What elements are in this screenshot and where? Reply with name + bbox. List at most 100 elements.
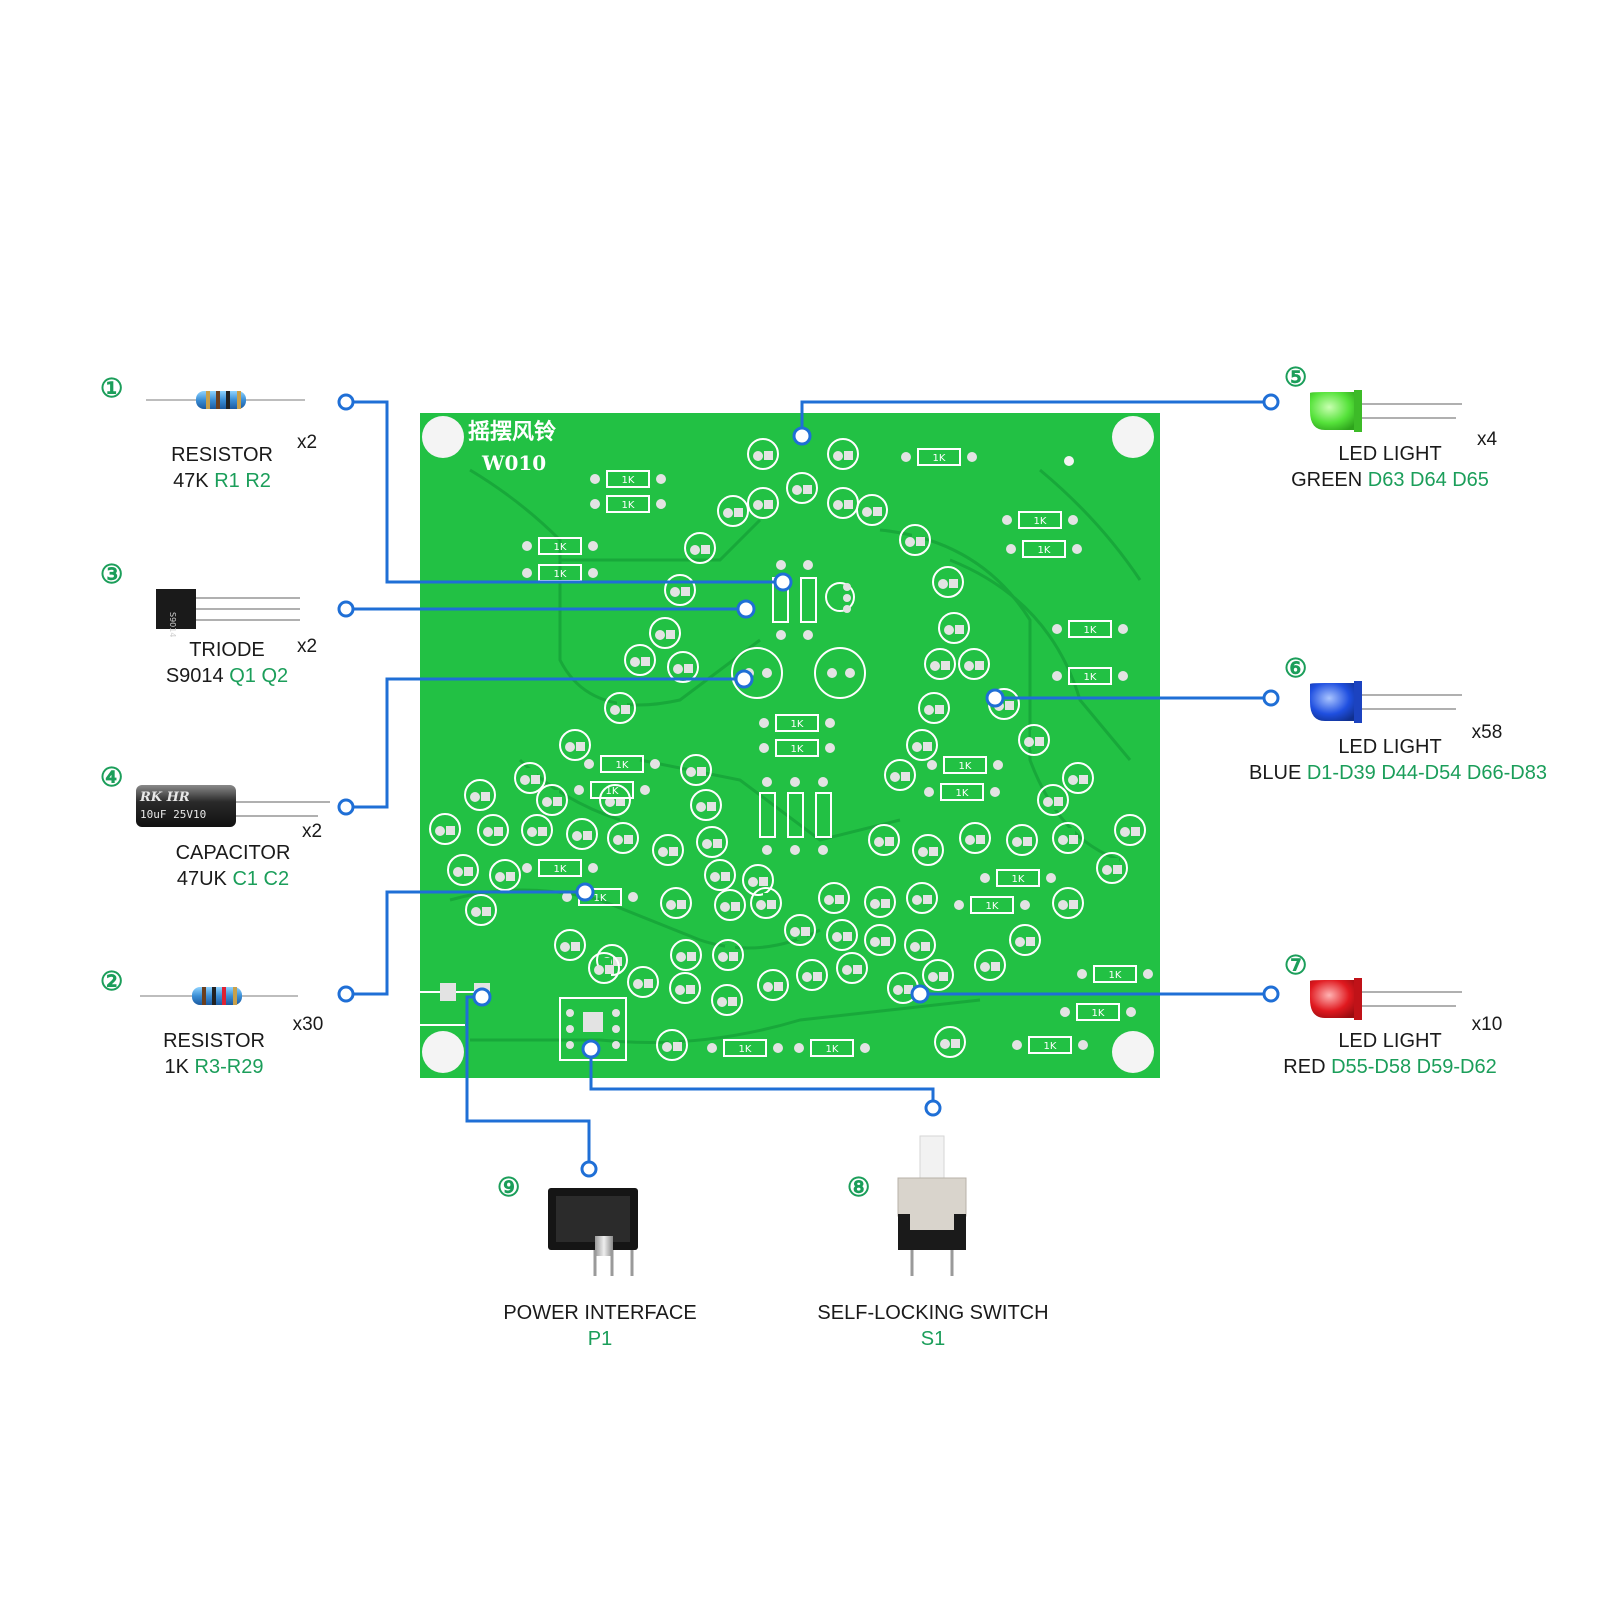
led-footprint [868,824,900,856]
capacitor-footprint-c2 [814,647,866,699]
leader-c5 [800,400,1271,436]
board-title: 摇摆风铃 [468,419,556,445]
svg-text:1K: 1K [1109,970,1122,981]
led-footprint [750,887,782,919]
callout-qty: x58 [1472,722,1503,743]
resistor-footprint: 1K [1006,540,1082,558]
leader-c4 [346,677,744,809]
mounting-hole [1112,1031,1154,1073]
led-footprint [669,972,701,1004]
led-footprint [711,984,743,1016]
svg-text:1K: 1K [1034,516,1047,527]
led-footprint [836,952,868,984]
blue-led-icon [1310,681,1462,723]
svg-text:1K: 1K [959,761,972,772]
callout-name: RESISTOR [163,1030,265,1052]
led-footprint [1052,822,1084,854]
callout-green-led: ⑤ LED LIGHT GREEN D63 D64 D65 x4 [1284,362,1497,491]
svg-text:1K: 1K [986,901,999,912]
leader-c2 [346,890,585,996]
callout-number: ① [100,373,123,403]
led-footprint [1037,784,1069,816]
resistor-icon [146,391,305,409]
led-footprint [1062,762,1094,794]
via-hole [1064,456,1074,466]
resistor-footprint: 1K [590,495,666,513]
resistor-footprints: 1K 1K 1K 1K 1K 1K 1K 1K 1K 1K 1K 1K 1K 1K 1K 1K 1K 1K 1K 1K… [522,448,1153,1057]
callout-spec: BLUE D1-D39 D44-D54 D66-D83 [1249,762,1547,784]
svg-text:1K: 1K [791,719,804,730]
callout-name: LED LIGHT [1338,443,1441,465]
svg-text:1K: 1K [616,760,629,771]
led-footprint [899,524,931,556]
led-footprint [627,966,659,998]
svg-text:1K: 1K [1044,1041,1057,1052]
led-footprint [588,952,620,984]
callout-qty: x2 [297,636,317,657]
led-footprint [447,854,479,886]
led-footprint [958,648,990,680]
resistor-footprint: 1K [794,1039,870,1057]
transistor-icon: S9014 [156,589,300,637]
led-footprint [1114,814,1146,846]
pcb-board: 摇摆风铃 W010 1K1K1K1K1K1K1K1K1K1K1K1K1K1K1K… [420,413,1160,1078]
led-footprint [607,822,639,854]
resistor-footprint: 1K [954,896,1030,914]
svg-text:1K: 1K [1038,545,1051,556]
callout-refs: P1 [588,1328,612,1350]
led-footprint [912,834,944,866]
board-model: W010 [481,451,546,475]
led-footprint [918,692,950,724]
svg-text:1K: 1K [554,864,567,875]
resistor-footprint: 1K [584,755,660,773]
resistor-footprint: 1K [901,448,977,466]
svg-text:1K: 1K [1012,874,1025,885]
led-footprint [649,617,681,649]
svg-text:1K: 1K [791,744,804,755]
svg-text:1K: 1K [956,788,969,799]
led-footprint [959,822,991,854]
led-footprint [554,929,586,961]
callout-qty: x4 [1477,429,1498,450]
resistor-footprint: 1K [980,869,1056,887]
led-footprint [747,438,779,470]
resistor-footprint: 1K [1052,620,1128,638]
led-footprint [884,759,916,791]
callout-number: ⑧ [847,1172,870,1202]
led-footprint [667,651,699,683]
callout-blue-led: ⑥ LED LIGHT BLUE D1-D39 D44-D54 D66-D83 … [1249,653,1547,784]
callout-power-interface: ⑨ POWER INTERFACE P1 [497,1172,697,1350]
led-footprint [566,818,598,850]
led-footprint [477,814,509,846]
led-footprint [864,924,896,956]
mounting-hole [1112,416,1154,458]
leader-c9 [465,995,591,1169]
led-footprint [796,959,828,991]
led-footprint [559,729,591,761]
led-footprint [906,729,938,761]
callout-name: POWER INTERFACE [503,1302,696,1324]
callout-resistor-1k: ② RESISTOR 1K R3-R29 x30 [100,966,323,1078]
callout-number: ④ [100,762,123,792]
led-footprint [757,969,789,1001]
callout-name: RESISTOR [171,444,273,466]
svg-text:1K: 1K [554,569,567,580]
callout-name: TRIODE [189,639,265,661]
led-footprint [465,894,497,926]
svg-text:RK HR: RK HR [139,790,190,805]
led-footprint [747,487,779,519]
transistor-footprint-q2 [825,582,855,613]
led-footprint [924,648,956,680]
resistor-footprint: 1K [574,781,650,799]
led-footprint [464,779,496,811]
led-footprint [690,789,722,821]
svg-text:1K: 1K [1084,672,1097,683]
led-footprint [652,834,684,866]
svg-text:1K: 1K [739,1044,752,1055]
led-footprint [429,813,461,845]
leader-c1 [346,400,783,584]
led-footprint [670,939,702,971]
led-footprint [680,754,712,786]
resistor-footprint: 1K [759,739,835,757]
